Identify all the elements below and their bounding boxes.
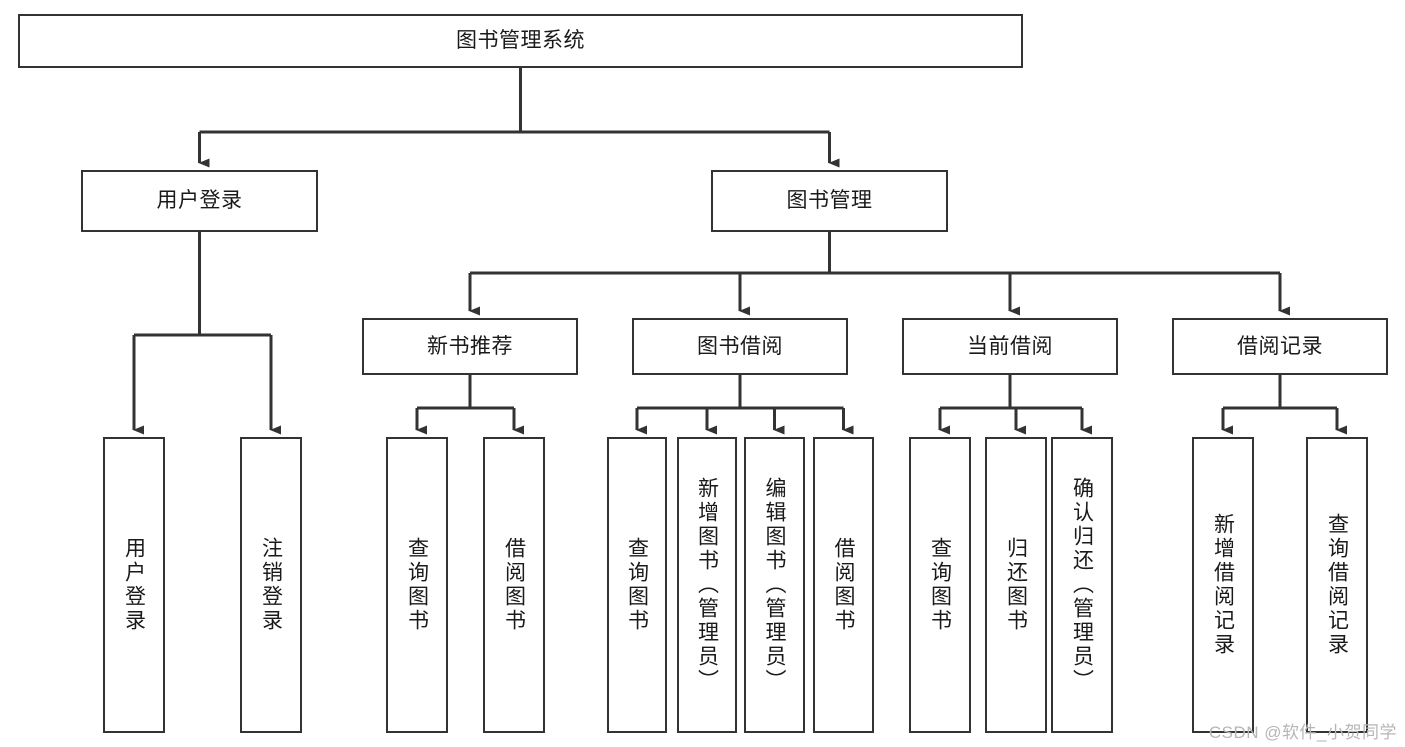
node-leaf-query-borrow-record-label: 查询借阅记录 — [1325, 513, 1349, 657]
node-leaf-return-book-label: 归还图书 — [1004, 537, 1028, 633]
node-leaf-return-book[interactable]: 归还图书 — [985, 437, 1047, 733]
node-leaf-query-book-borrow[interactable]: 查询图书 — [607, 437, 667, 733]
node-book-management[interactable]: 图书管理 — [711, 170, 948, 232]
node-current-borrow-label: 当前借阅 — [967, 334, 1053, 358]
node-leaf-user-login[interactable]: 用户登录 — [103, 437, 165, 733]
node-leaf-add-borrow-record-label: 新增借阅记录 — [1211, 513, 1235, 657]
node-leaf-query-book-current-label: 查询图书 — [928, 537, 952, 633]
node-leaf-user-login-label: 用户登录 — [122, 537, 146, 633]
node-leaf-borrow-book-label: 借阅图书 — [832, 537, 855, 633]
node-leaf-add-book-admin[interactable]: 新增图书（管理员） — [677, 437, 737, 733]
node-leaf-query-book-borrow-label: 查询图书 — [625, 537, 649, 633]
node-leaf-query-borrow-record[interactable]: 查询借阅记录 — [1306, 437, 1368, 733]
node-leaf-confirm-return-admin[interactable]: 确认归还（管理员） — [1051, 437, 1113, 733]
node-root-label: 图书管理系统 — [456, 29, 585, 53]
node-leaf-add-book-admin-label: 新增图书（管理员） — [695, 477, 719, 693]
node-new-book-recommend-label: 新书推荐 — [427, 334, 513, 358]
node-leaf-add-borrow-record[interactable]: 新增借阅记录 — [1192, 437, 1254, 733]
node-leaf-user-logout-label: 注销登录 — [259, 537, 283, 633]
node-leaf-user-logout[interactable]: 注销登录 — [240, 437, 302, 733]
node-leaf-borrow-book-recommend-label: 借阅图书 — [502, 537, 526, 633]
node-borrow-record-label: 借阅记录 — [1237, 334, 1323, 358]
node-leaf-edit-book-admin-label: 编辑图书（管理员） — [763, 477, 786, 693]
node-book-management-label: 图书管理 — [786, 189, 873, 213]
node-user-login[interactable]: 用户登录 — [81, 170, 318, 232]
node-user-login-label: 用户登录 — [156, 189, 243, 213]
watermark-text: CSDN @软件_小贺同学 — [1208, 723, 1397, 742]
node-leaf-edit-book-admin[interactable]: 编辑图书（管理员） — [744, 437, 805, 733]
node-leaf-query-book-current[interactable]: 查询图书 — [909, 437, 971, 733]
node-borrow-record[interactable]: 借阅记录 — [1172, 318, 1388, 375]
node-leaf-query-book-recommend-label: 查询图书 — [405, 537, 429, 633]
node-leaf-borrow-book-recommend[interactable]: 借阅图书 — [483, 437, 545, 733]
node-new-book-recommend[interactable]: 新书推荐 — [362, 318, 578, 375]
node-root-system[interactable]: 图书管理系统 — [18, 14, 1023, 68]
node-leaf-query-book-recommend[interactable]: 查询图书 — [386, 437, 448, 733]
node-leaf-confirm-return-admin-label: 确认归还（管理员） — [1070, 477, 1094, 693]
node-leaf-borrow-book[interactable]: 借阅图书 — [813, 437, 874, 733]
node-book-borrow[interactable]: 图书借阅 — [632, 318, 848, 375]
node-book-borrow-label: 图书借阅 — [697, 334, 783, 358]
node-current-borrow[interactable]: 当前借阅 — [902, 318, 1118, 375]
